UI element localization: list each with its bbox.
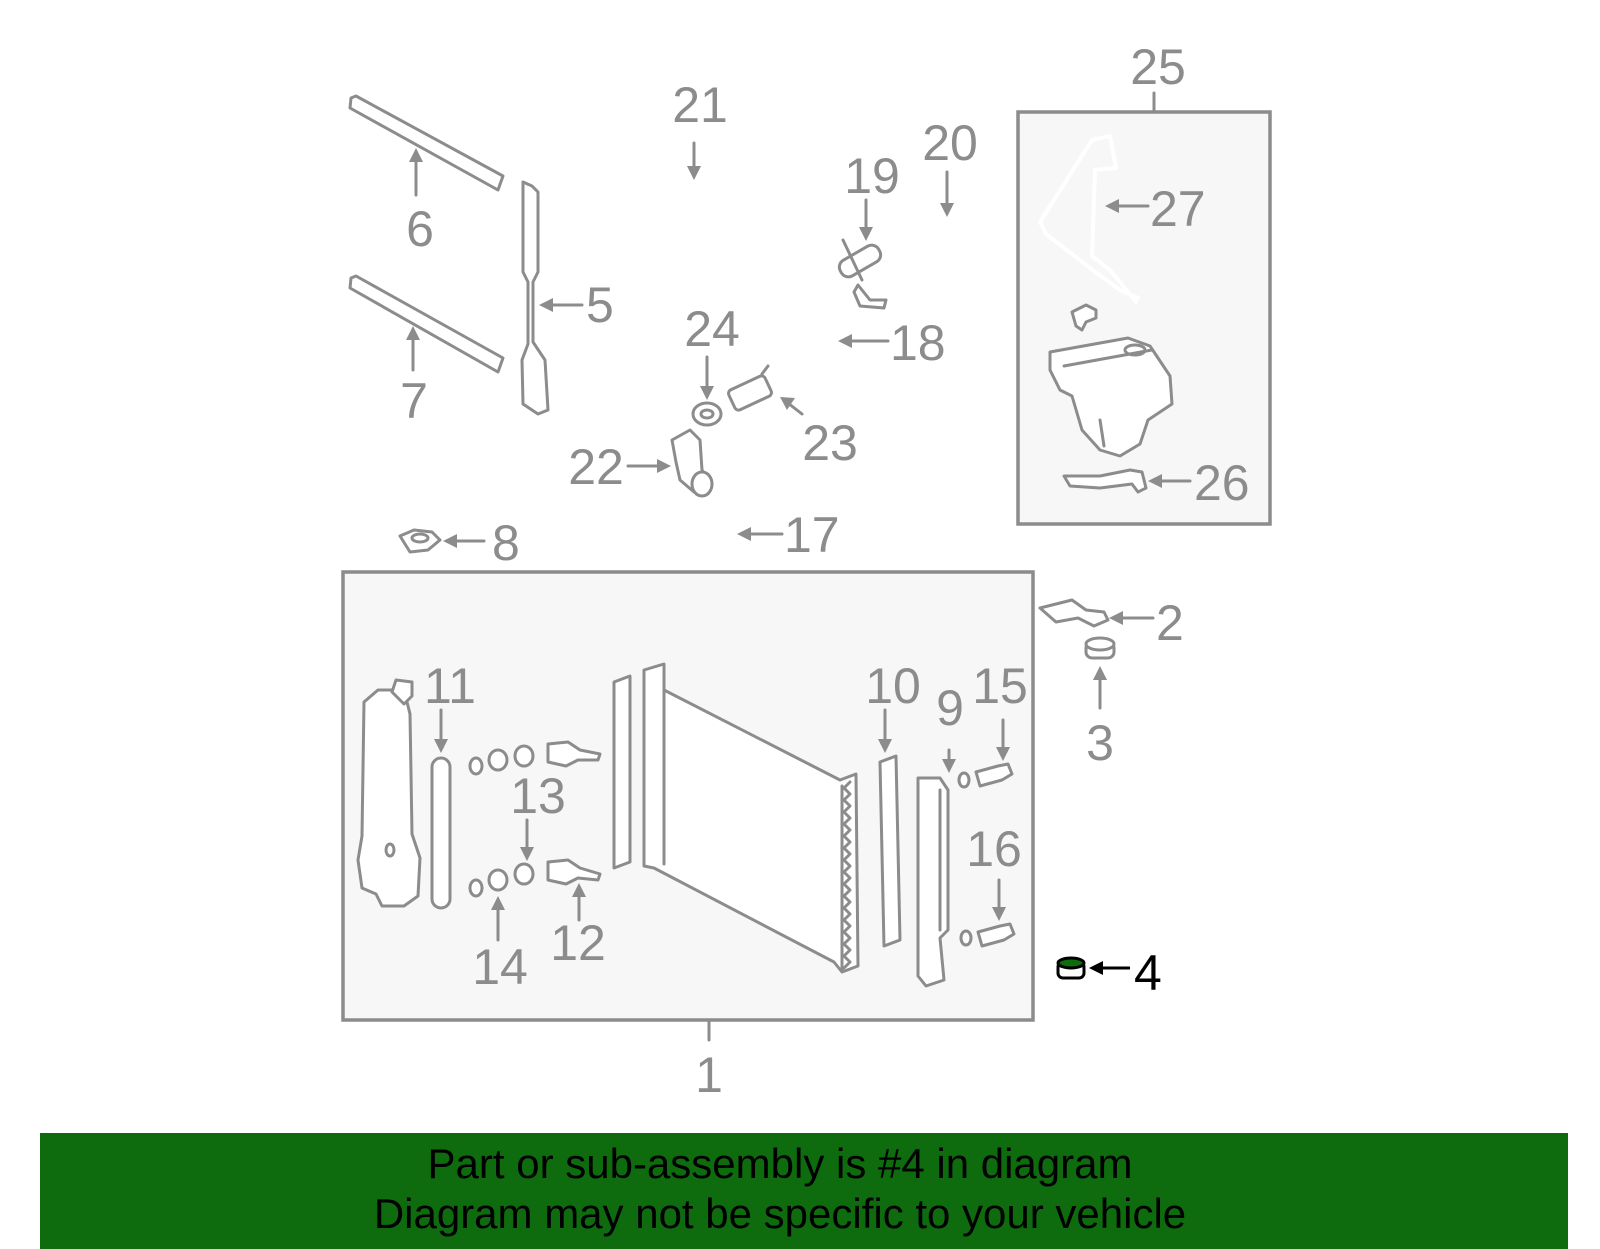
part-4-grommet-highlighted: [1056, 956, 1130, 980]
callout-1: 1: [695, 1047, 723, 1103]
part-8-cap: [398, 528, 486, 554]
part-24-ring: [691, 355, 723, 427]
callout-19: 19: [844, 148, 900, 204]
radiator-side-tank-right: [916, 748, 973, 988]
part-20-hose: [885, 170, 998, 254]
part-22-housing: [626, 428, 714, 498]
part-10-strip: [878, 708, 902, 948]
callout-26: 26: [1194, 455, 1250, 511]
callout-9: 9: [936, 680, 964, 736]
callout-18: 18: [890, 315, 946, 371]
callout-12: 12: [550, 915, 606, 971]
callout-13: 13: [510, 768, 566, 824]
part-12-fitting-top: [546, 740, 602, 768]
callout-24: 24: [684, 301, 740, 357]
callout-27: 27: [1150, 181, 1206, 237]
callout-4: 4: [1134, 945, 1162, 1001]
part-11-tube: [430, 708, 452, 910]
callout-8: 8: [492, 515, 520, 571]
callout-7: 7: [400, 373, 428, 429]
part-26-bracket: [1062, 468, 1192, 494]
callout-23: 23: [802, 415, 858, 471]
reservoir-tank: [1048, 336, 1174, 458]
callout-5: 5: [586, 277, 614, 333]
callout-15: 15: [972, 658, 1028, 714]
callout-14: 14: [472, 939, 528, 995]
part-15-plug: [974, 718, 1014, 788]
part-17-hose: [627, 499, 784, 555]
callout-2: 2: [1156, 595, 1184, 651]
callout-6: 6: [406, 201, 434, 257]
radiator-core: [612, 662, 860, 974]
radiator-side-tank-left: [356, 678, 422, 908]
callout-3: 3: [1086, 715, 1114, 771]
callout-11: 11: [424, 658, 476, 714]
callout-10: 10: [865, 658, 921, 714]
part-2-bracket: [1038, 598, 1155, 628]
info-banner: Part or sub-assembly is #4 in diagram Di…: [40, 1133, 1568, 1249]
callout-21: 21: [672, 77, 728, 133]
banner-disclaimer: Diagram may not be specific to your vehi…: [373, 1190, 1187, 1237]
part-5-side-seal: [520, 180, 584, 416]
part-16-plug: [976, 878, 1016, 948]
part-12-fitting-bottom: [546, 858, 602, 922]
callout-22: 22: [568, 439, 624, 495]
callout-25: 25: [1130, 39, 1186, 95]
callout-20: 20: [922, 115, 978, 171]
box-reservoir-assembly: [1016, 110, 1272, 526]
callout-17: 17: [784, 507, 840, 563]
part-13-14-seals-top: [468, 744, 535, 776]
part-13-14-seals-bottom: [468, 818, 535, 942]
callout-16: 16: [966, 821, 1022, 877]
banner-part-note: Part or sub-assembly is #4 in diagram: [427, 1140, 1133, 1187]
part-19-fitting: [837, 198, 888, 310]
part-7-seal: [348, 274, 505, 374]
part-23-sensor: [727, 364, 804, 416]
part-3-grommet: [1084, 636, 1116, 710]
part-21-tube: [550, 100, 838, 233]
reservoir-clip: [1070, 303, 1098, 332]
part-6-seal: [348, 94, 505, 197]
part-27-tube: [1038, 134, 1150, 304]
part-18-hose: [790, 274, 890, 368]
